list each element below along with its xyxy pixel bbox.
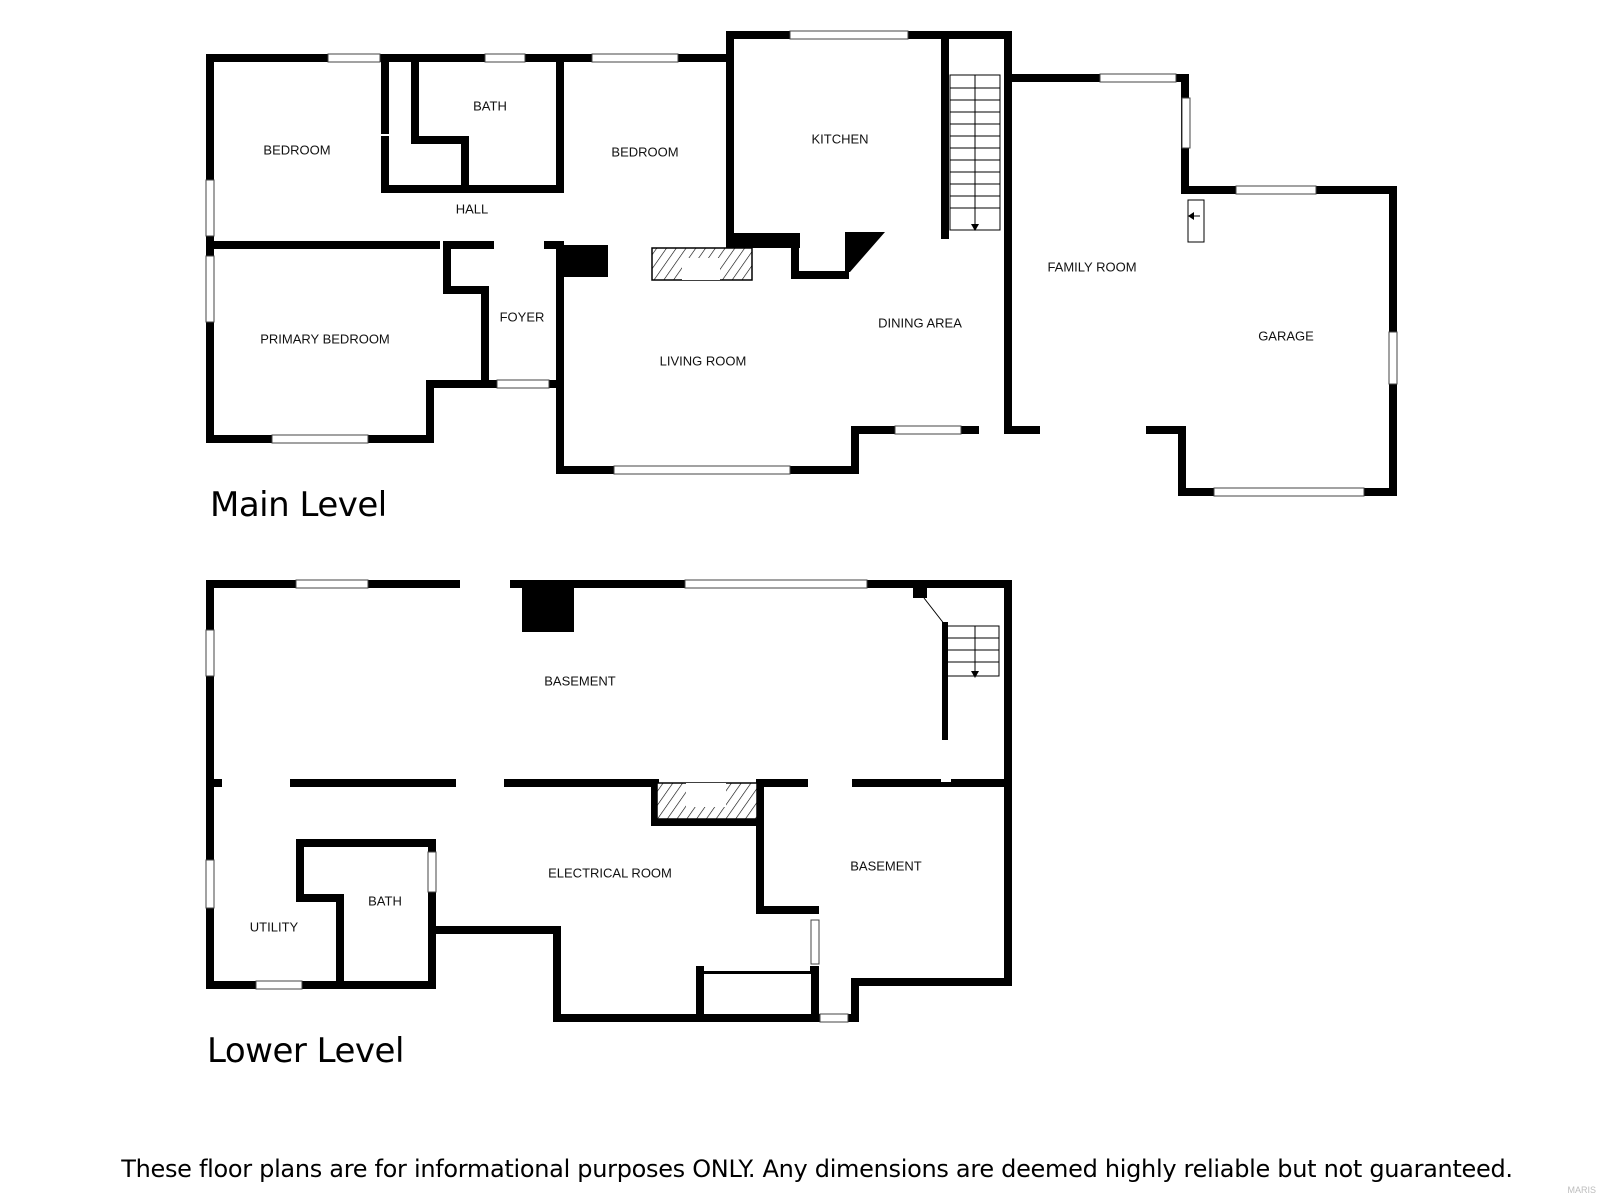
lower-level-walls [206, 580, 1012, 1022]
lower-level-title: Lower Level [207, 1031, 404, 1071]
room-label-living-room: LIVING ROOM [660, 353, 747, 368]
lower-level-plan: BASEMENT ELECTRICAL ROOM BASEMENT BATH U… [205, 579, 1012, 1071]
room-label-electrical-room: ELECTRICAL ROOM [548, 865, 672, 880]
room-label-bedroom-1: BEDROOM [263, 142, 330, 157]
main-windows [205, 30, 1398, 497]
room-label-foyer: FOYER [500, 309, 545, 324]
chimney-block [522, 584, 574, 632]
room-label-bedroom-2: BEDROOM [611, 144, 678, 159]
room-label-basement-main: BASEMENT [544, 673, 616, 688]
main-level-plan: BEDROOM BATH BEDROOM KITCHEN HALL FAMILY… [205, 30, 1398, 525]
watermark: MARIS [1567, 1185, 1596, 1195]
room-label-hall: HALL [456, 201, 489, 216]
room-label-utility: UTILITY [250, 919, 299, 934]
room-label-primary-bedroom: PRIMARY BEDROOM [260, 331, 390, 346]
step-arrow-icon [1187, 199, 1205, 243]
main-level-walls [206, 31, 1397, 496]
lower-windows [205, 579, 951, 1023]
room-label-dining-area: DINING AREA [878, 315, 962, 330]
disclaimer-text: These floor plans are for informational … [120, 1155, 1513, 1183]
stairs-icon [949, 74, 1001, 231]
room-label-family-room: FAMILY ROOM [1047, 259, 1136, 274]
kitchen-counter-block [730, 233, 800, 248]
room-label-bath: BATH [473, 98, 507, 113]
room-label-bath: BATH [368, 893, 402, 908]
kitchen-corner-block [845, 232, 885, 272]
chimney-block [556, 245, 608, 277]
stairs-icon [946, 625, 1000, 678]
room-label-basement-side: BASEMENT [850, 858, 922, 873]
main-level-title: Main Level [210, 485, 387, 525]
room-label-kitchen: KITCHEN [811, 131, 868, 146]
room-label-garage: GARAGE [1258, 328, 1314, 343]
